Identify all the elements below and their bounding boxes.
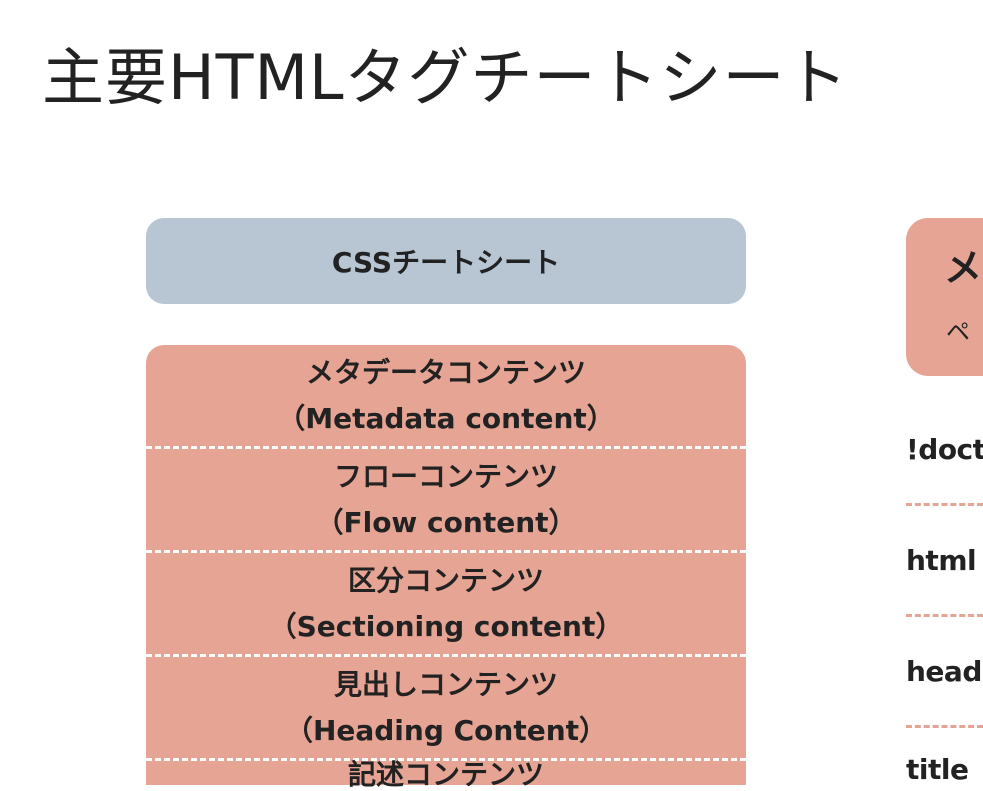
- nav-item-label: 見出しコンテンツ: [333, 667, 558, 701]
- css-cheatsheet-link[interactable]: CSSチートシート: [146, 218, 746, 304]
- nav-item-sectioning[interactable]: 区分コンテンツ （Sectioning content）: [146, 553, 746, 657]
- section-heading: メ: [944, 246, 983, 290]
- nav-item-label: 区分コンテンツ: [347, 563, 544, 597]
- page-title: 主要HTMLタグチートシート: [42, 41, 849, 114]
- divider: [906, 614, 983, 617]
- nav-item-label: メタデータコンテンツ: [305, 355, 586, 389]
- nav-item-sublabel: （Sectioning content）: [268, 609, 624, 643]
- tag-head[interactable]: head: [906, 655, 982, 688]
- section-header-card: メ ペ: [906, 218, 983, 376]
- tag-html[interactable]: html: [906, 544, 977, 577]
- nav-item-label: 記述コンテンツ: [347, 758, 544, 791]
- section-subheading: ペ: [946, 318, 970, 346]
- divider: [906, 725, 983, 728]
- divider: [906, 503, 983, 506]
- nav-item-heading[interactable]: 見出しコンテンツ （Heading Content）: [146, 657, 746, 761]
- tag-title[interactable]: title: [906, 753, 969, 786]
- nav-item-label: フローコンテンツ: [333, 459, 558, 493]
- nav-item-sublabel: （Flow content）: [315, 505, 577, 539]
- nav-item-metadata[interactable]: メタデータコンテンツ （Metadata content）: [146, 345, 746, 449]
- nav-item-sublabel: （Heading Content）: [284, 713, 608, 747]
- category-nav: メタデータコンテンツ （Metadata content） フローコンテンツ （Fl…: [146, 345, 746, 791]
- nav-item-flow[interactable]: フローコンテンツ （Flow content）: [146, 449, 746, 553]
- nav-item-sublabel: （Metadata content）: [277, 401, 615, 435]
- tag-doctype[interactable]: !doct: [906, 433, 983, 466]
- nav-item-phrasing[interactable]: 記述コンテンツ: [146, 758, 746, 791]
